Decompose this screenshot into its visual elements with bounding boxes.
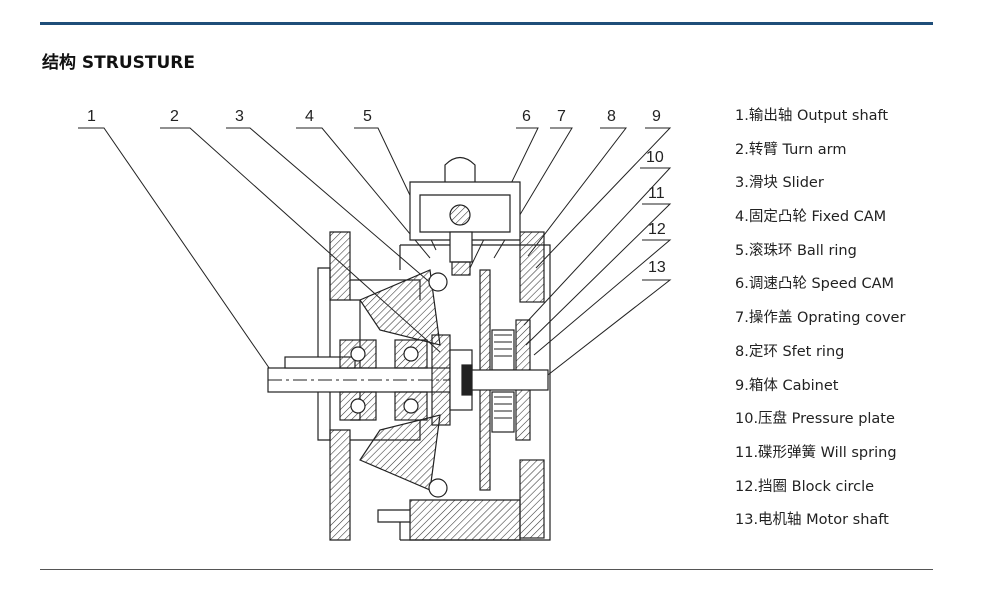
legend-item-ball-ring: 5.滚珠环 Ball ring bbox=[735, 242, 857, 259]
callout-number-13: 13 bbox=[648, 259, 666, 276]
parts-legend: 1.输出轴 Output shaft 2.转臂 Turn arm 3.滑块 Sl… bbox=[735, 104, 905, 542]
legend-item-slider: 3.滑块 Slider bbox=[735, 175, 824, 192]
legend-item-speed-cam: 6.调速凸轮 Speed CAM bbox=[735, 276, 895, 293]
callout-number-10: 10 bbox=[646, 149, 664, 166]
callout-number-4: 4 bbox=[305, 108, 314, 125]
legend-item-disc-spring: 11.碟形弹簧 Will spring bbox=[735, 444, 897, 461]
legend-item-turn-arm: 2.转臂 Turn arm bbox=[735, 141, 847, 158]
bottom-divider-rule bbox=[40, 569, 933, 570]
callout-number-9: 9 bbox=[652, 108, 661, 125]
callout-number-3: 3 bbox=[235, 108, 244, 125]
legend-item-cabinet: 9.箱体 Cabinet bbox=[735, 377, 839, 394]
top-accent-rule bbox=[40, 22, 933, 25]
legend-item-operating-cover: 7.操作盖 Oprating cover bbox=[735, 310, 906, 327]
callout-number-11: 11 bbox=[648, 185, 665, 202]
callout-number-7: 7 bbox=[557, 108, 566, 125]
callout-number-2: 2 bbox=[170, 108, 179, 125]
legend-item-output-shaft: 1.输出轴 Output shaft bbox=[735, 108, 889, 124]
callout-number-8: 8 bbox=[607, 108, 616, 125]
motor-shaft bbox=[471, 369, 549, 391]
callout-number-6: 6 bbox=[522, 108, 531, 125]
legend-item-fixed-cam: 4.固定凸轮 Fixed CAM bbox=[735, 209, 887, 226]
reducer-cross-section bbox=[267, 156, 551, 541]
section-title: 结构 STRUSTURE bbox=[42, 53, 195, 73]
legend-item-set-ring: 8.定环 Sfet ring bbox=[735, 343, 845, 360]
callout-number-1: 1 bbox=[87, 108, 96, 125]
legend-item-block-circle: 12.挡圈 Block circle bbox=[735, 478, 875, 495]
legend-item-motor-shaft: 13.电机轴 Motor shaft bbox=[735, 512, 889, 529]
legend-item-pressure-plate: 10.压盘 Pressure plate bbox=[735, 411, 895, 428]
callout-number-5: 5 bbox=[363, 108, 372, 125]
callout-number-12: 12 bbox=[648, 221, 666, 238]
